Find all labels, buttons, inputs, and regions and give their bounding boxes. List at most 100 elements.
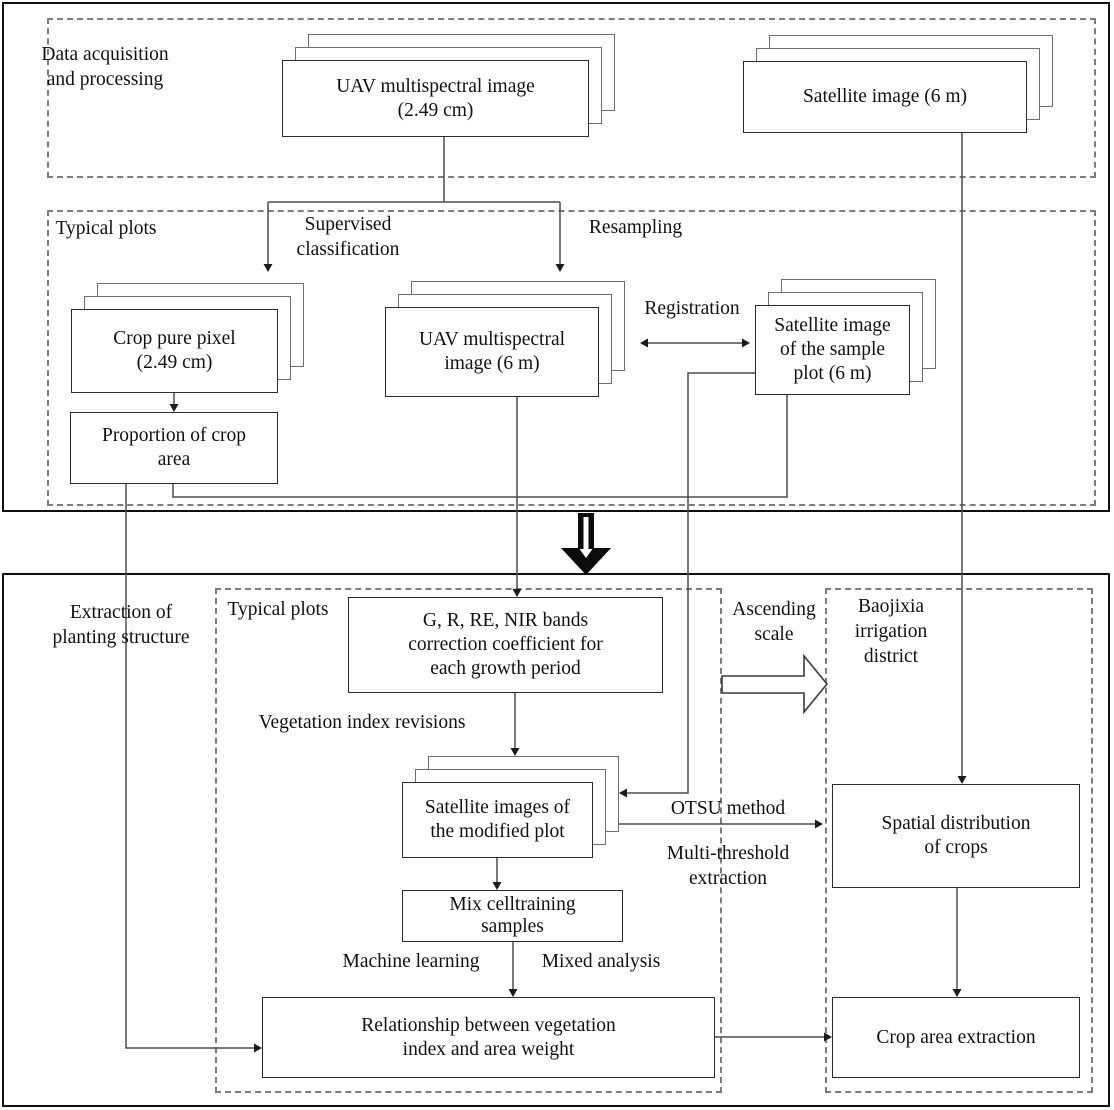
relationship-line2: index and area weight [402,1038,575,1060]
croparea-line1: Crop area extraction [876,1026,1036,1048]
spatial-line1: Spatial distribution [881,813,1031,834]
uav6m-line2: image (6 m) [444,353,540,374]
mixcell-line1: Mix celltraining [449,894,576,915]
modifiedplot-line1: Satellite images of [424,797,571,818]
relationship-box: Relationship between vegetation index an… [262,997,715,1078]
bottom-section-frame [2,573,1110,1107]
typical-plots-top-group [47,210,1096,506]
multi-threshold-label: Multi-threshold extraction [648,841,808,891]
arrowhead-right-relationship [254,1043,262,1053]
baojixia-group [825,588,1093,1093]
otsu-method-label: OTSU method [652,796,804,821]
mix-celltraining-box: Mix celltraining samples [402,890,623,942]
ascending-scale-label: Ascending scale [714,597,834,647]
registration-text: Registration [644,298,740,319]
connector-proportion-to-relationship [125,484,254,1049]
machine-learning-label: Machine learning [322,949,500,974]
resampling-text: Resampling [588,217,683,238]
grrenir-line1: G, R, RE, NIR bands [422,610,589,631]
supervised-classification-label: Supervised classification [278,212,418,262]
connector-uav249-branch [267,137,561,264]
modifiedplot-line2: the modified plot [430,821,565,842]
arrowhead-left-modified [619,788,627,798]
arrowheads [169,264,967,1053]
machine-learning-text: Machine learning [342,951,480,972]
connector-paths [125,133,963,1049]
arrowhead-right-croparea [824,1032,832,1042]
multi-threshold-line1: Multi-threshold [666,843,790,864]
spatial-distribution-box: Spatial distribution of crops [832,784,1080,888]
sampleplot-line1: Satellite image [774,315,891,336]
typical-plots-top-text: Typical plots [55,218,157,239]
uav-multispectral-249-box: UAV multispectral image (2.49 cm) [282,60,589,137]
data-acquisition-label-line1: Data acquisition [41,44,169,65]
croppixel-line1: Crop pure pixel [113,328,236,349]
satellite6m-line1: Satellite image (6 m) [802,86,968,107]
typical-plots-bottom-group [215,588,722,1093]
satellite-image-6m-box: Satellite image (6 m) [743,61,1027,133]
sampleplot-line3: plot (6 m) [793,363,872,384]
proportion-line2: area [157,449,191,470]
typical-plots-bottom-text: Typical plots [227,599,329,620]
extraction-planting-label: Extraction of planting structure [22,600,220,650]
grrenir-correction-box: G, R, RE, NIR bands correction coefficie… [348,597,663,693]
arrowhead-down-uav6m [555,264,565,272]
registration-label: Registration [632,296,752,321]
grrenir-line2: correction coefficient for [408,634,603,655]
satellite-sample-plot-box: Satellite image of the sample plot (6 m) [755,305,910,395]
arrowhead-down-proportion [169,404,179,412]
proportion-line1: Proportion of crop [101,425,247,446]
arrowhead-left-registration [640,338,648,348]
baojixia-district-label: Baojixia irrigation district [838,594,944,669]
croppixel-line2: (2.49 cm) [136,352,213,373]
arrowhead-down-croppixel [263,264,273,272]
supervised-line1: Supervised [304,214,392,235]
ascending-line2: scale [754,624,794,645]
typical-plots-top-label: Typical plots [44,216,168,241]
vegetation-revisions-label: Vegetation index revisions [243,710,481,735]
ascending-scale-arrow-icon [721,653,829,715]
baojixia-line1: Baojixia [857,596,925,617]
transition-arrow-white-inset [579,517,593,558]
uav6m-line1: UAV multispectral [418,329,566,350]
section-transition-arrow-icon [561,513,611,575]
arrowhead-down-grrenir [512,589,522,597]
typical-plots-bottom-label: Typical plots [220,597,336,622]
arrowhead-down-modified [510,748,520,756]
arrowhead-down-mix [492,882,502,890]
top-section-frame [2,2,1110,512]
supervised-line2: classification [296,239,400,260]
spatial-line2: of crops [924,837,988,858]
grrenir-line3: each growth period [430,658,581,679]
resampling-label: Resampling [578,215,693,240]
connector-sampleplot-to-modified [627,372,755,794]
arrowhead-down-croparea [952,989,962,997]
otsu-method-text: OTSU method [670,798,786,819]
uav249-line2: (2.49 cm) [397,99,474,121]
arrowhead-down-spatial [957,776,967,784]
satellite-modified-plot-box: Satellite images of the modified plot [402,782,593,858]
crop-area-extraction-box: Crop area extraction [832,997,1080,1078]
ascending-line1: Ascending [732,599,816,620]
uav-multispectral-6m-box: UAV multispectral image (6 m) [385,307,599,397]
extraction-line1: Extraction of [69,602,173,623]
mixcell-line2: samples [481,916,544,937]
data-acquisition-group [47,18,1096,178]
extraction-line2: planting structure [52,627,190,648]
data-acquisition-label: Data acquisition and processing [25,42,185,92]
sampleplot-line2: of the sample [779,339,886,360]
vegetation-revisions-text: Vegetation index revisions [258,712,466,733]
data-acquisition-label-line2: and processing [46,69,164,90]
arrowhead-right-registration [742,338,750,348]
baojixia-line2: irrigation [854,621,928,642]
multi-threshold-line2: extraction [689,868,767,889]
uav249-line1: UAV multispectral image [336,75,535,97]
proportion-crop-area-box: Proportion of crop area [70,412,278,484]
baojixia-line3: district [863,646,919,667]
arrowhead-right-otsu [815,819,823,829]
arrowhead-down-relationship2 [508,989,518,997]
mixed-analysis-text: Mixed analysis [541,951,661,972]
connector-proportion-to-sampleplot [172,395,788,498]
